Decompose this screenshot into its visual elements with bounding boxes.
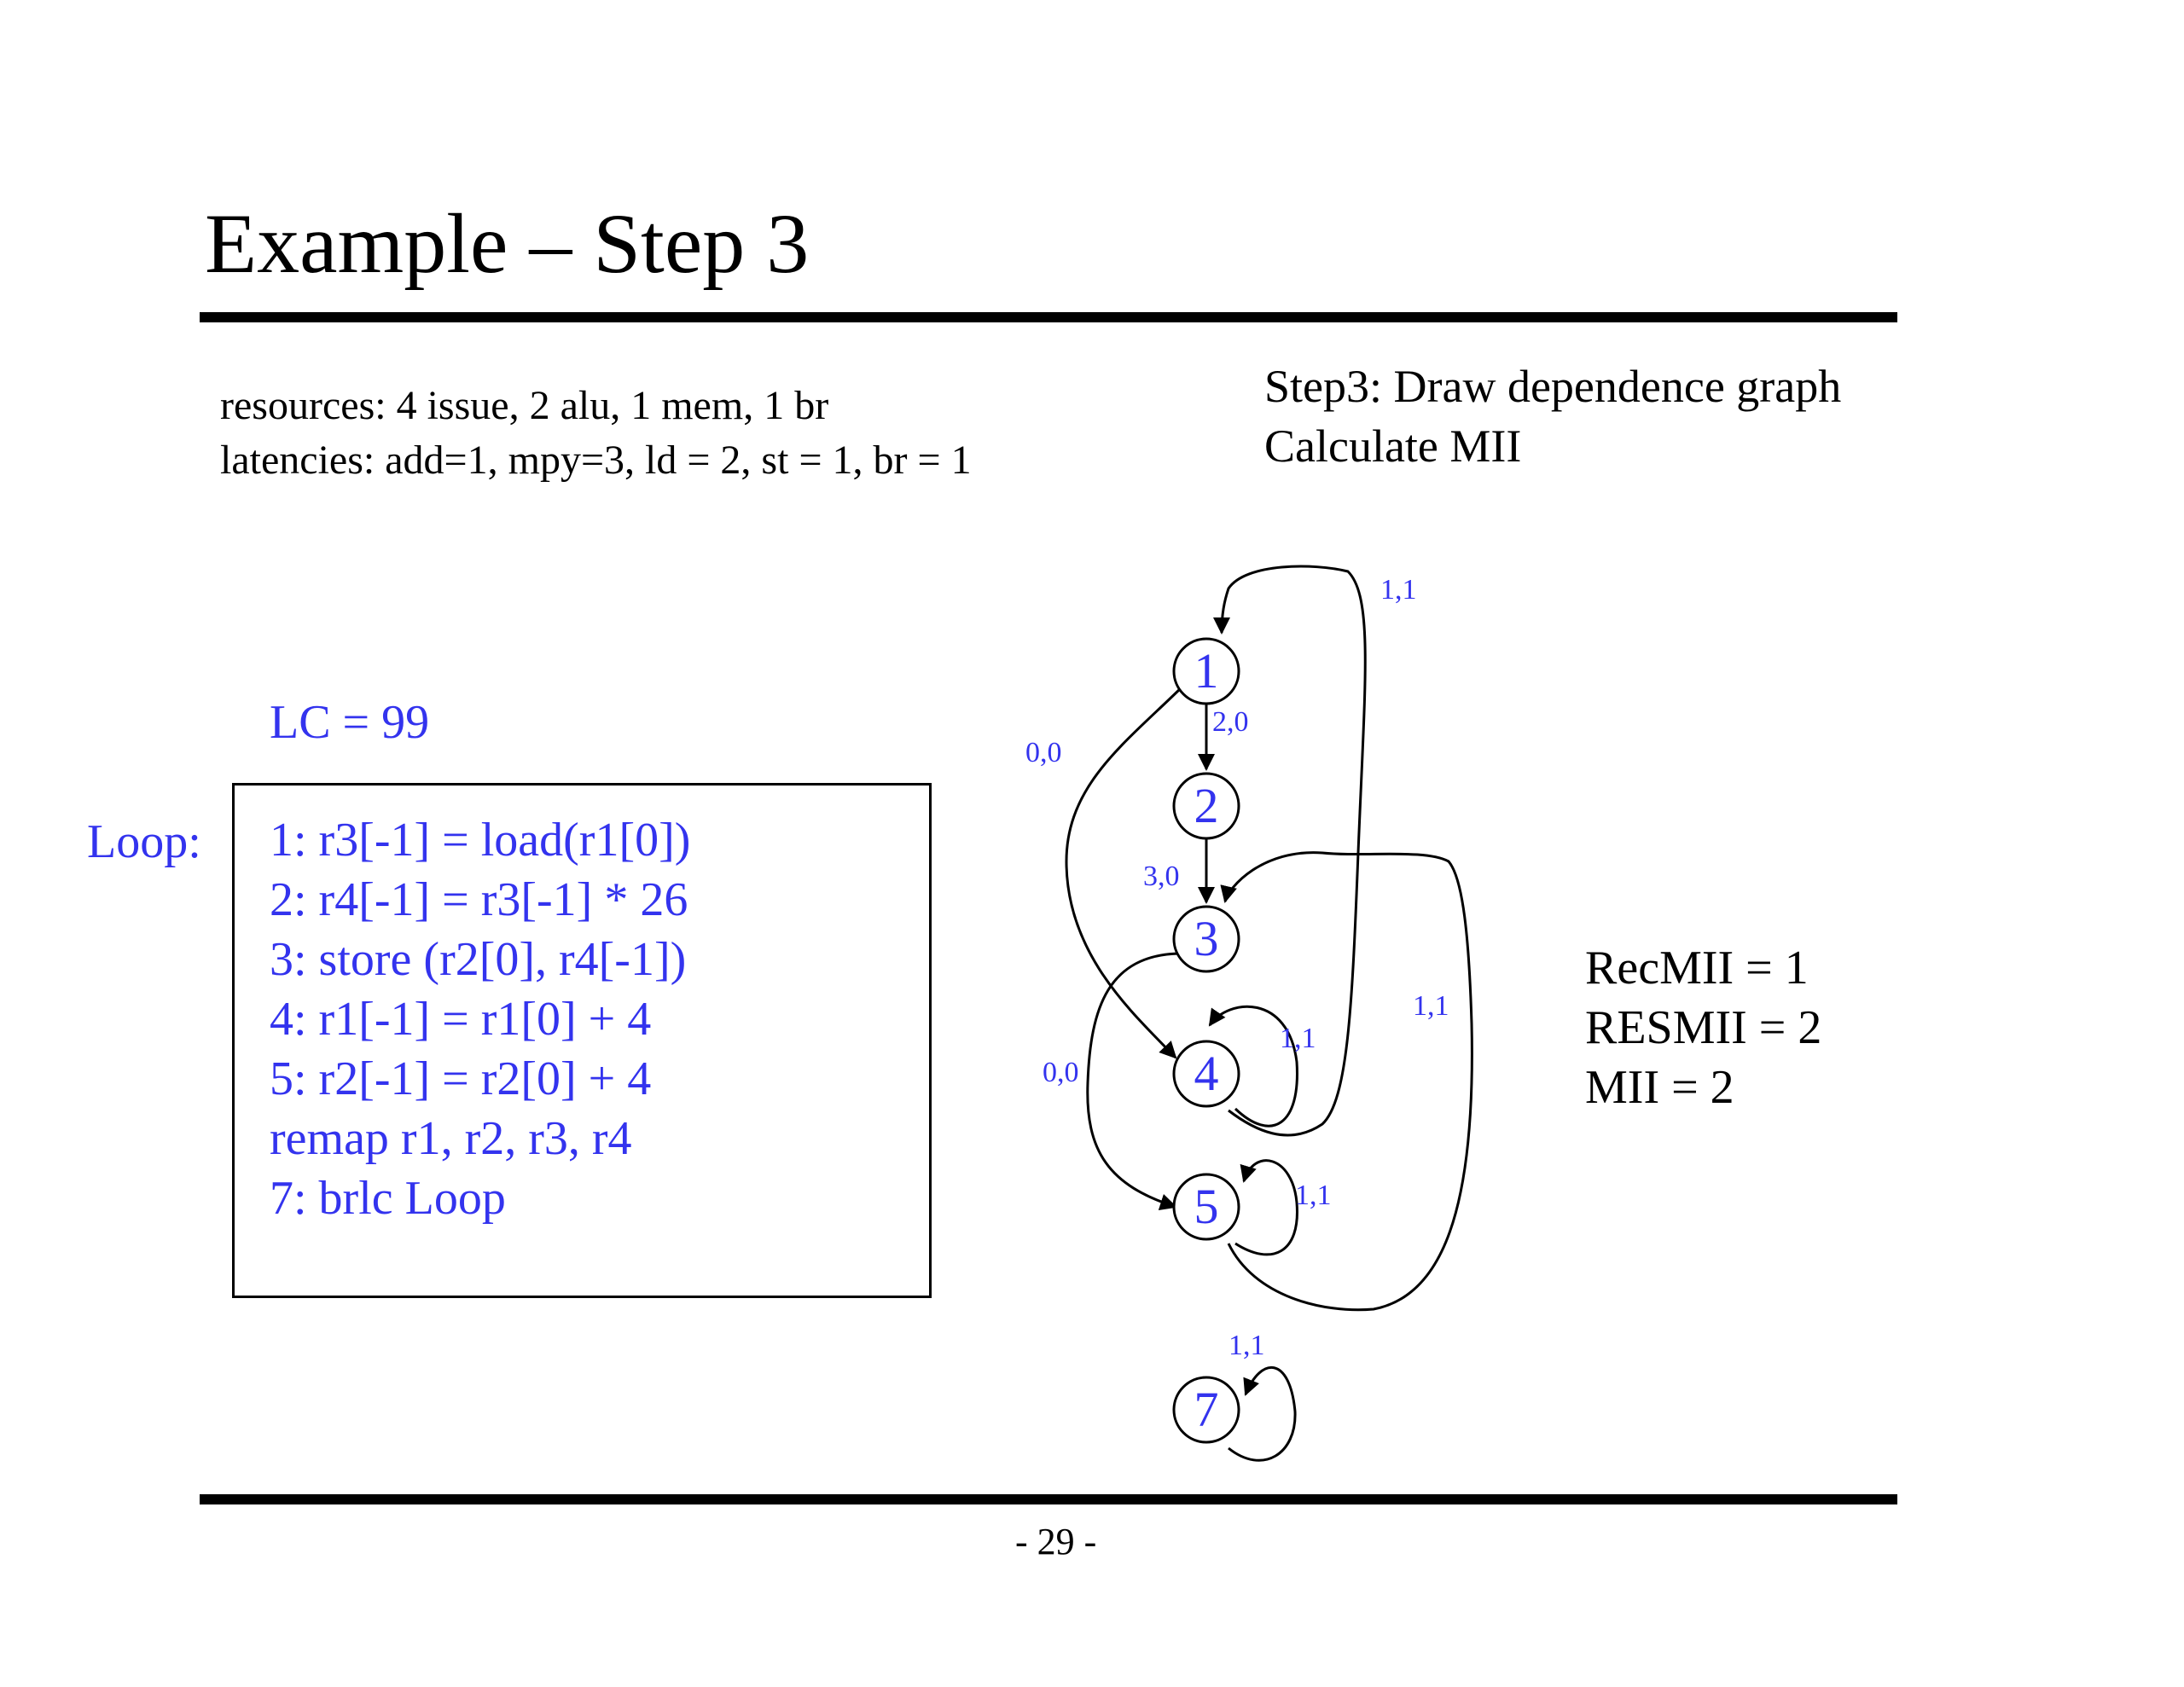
top-divider	[200, 312, 1897, 322]
bottom-divider	[200, 1494, 1897, 1504]
code-line: remap r1, r2, r3, r4	[270, 1112, 632, 1165]
step-line-2: Calculate MII	[1264, 420, 1522, 472]
node-label: 3	[1194, 911, 1219, 966]
graph-node: 3	[1172, 905, 1240, 973]
code-box	[232, 783, 932, 1298]
code-line: 3: store (r2[0], r4[-1])	[270, 933, 687, 986]
latencies-line: latencies: add=1, mpy=3, ld = 2, st = 1,…	[220, 438, 972, 483]
graph-node: 4	[1172, 1040, 1240, 1108]
mii-value: MII = 2	[1585, 1061, 1734, 1114]
edge-label: 1,1	[1380, 574, 1417, 606]
edge-5-3	[1220, 851, 1473, 1312]
edge-4-1	[1213, 565, 1367, 1137]
edge-label: 1,1	[1280, 1023, 1316, 1054]
edge-label: 1,1	[1413, 990, 1449, 1022]
node-label: 1	[1194, 643, 1219, 699]
edge-7-7	[1228, 1365, 1297, 1462]
loop-label: Loop:	[87, 815, 201, 868]
node-label: 5	[1194, 1179, 1219, 1234]
code-listing: 1: r3[-1] = load(r1[0]) 2: r4[-1] = r3[-…	[270, 810, 690, 1228]
node-label: 4	[1194, 1046, 1219, 1101]
graph-node: 7	[1172, 1376, 1240, 1444]
graph-node: 5	[1172, 1173, 1240, 1241]
code-line: 7: brlc Loop	[270, 1172, 506, 1225]
page-number: - 29 -	[1015, 1521, 1097, 1562]
graph-node: 2	[1172, 772, 1240, 840]
edge-label: 1,1	[1295, 1180, 1332, 1211]
edge-3-5	[1086, 952, 1180, 1211]
edge-5-5	[1234, 1159, 1298, 1256]
edge-1-4	[1065, 686, 1183, 1059]
graph-node: 1	[1172, 637, 1240, 705]
recmii-value: RecMII = 1	[1585, 942, 1809, 994]
mii-results: RecMII = 1 RESMII = 2 MII = 2	[1585, 938, 1821, 1117]
code-line: 4: r1[-1] = r1[0] + 4	[270, 993, 652, 1046]
resmii-value: RESMII = 2	[1585, 1001, 1822, 1054]
resources-line: resources: 4 issue, 2 alu, 1 mem, 1 br	[220, 383, 829, 428]
node-label: 7	[1194, 1382, 1219, 1437]
edge-label: 0,0	[1043, 1057, 1079, 1088]
step-description: Step3: Draw dependence graph Calculate M…	[1264, 357, 1841, 476]
code-line: 5: r2[-1] = r2[0] + 4	[270, 1052, 652, 1105]
machine-description: resources: 4 issue, 2 alu, 1 mem, 1 br l…	[220, 379, 972, 488]
code-line: 2: r4[-1] = r3[-1] * 26	[270, 873, 688, 926]
loop-count: LC = 99	[270, 696, 430, 749]
edge-4-4	[1208, 1005, 1298, 1128]
node-label: 2	[1194, 778, 1219, 833]
edge-label: 1,1	[1228, 1330, 1265, 1361]
code-line: 1: r3[-1] = load(r1[0])	[270, 814, 691, 867]
edge-label: 2,0	[1212, 706, 1249, 738]
step-line-1: Step3: Draw dependence graph	[1264, 361, 1842, 412]
slide-title: Example – Step 3	[205, 196, 810, 291]
edge-label: 3,0	[1143, 861, 1180, 892]
edge-label: 0,0	[1025, 737, 1062, 768]
